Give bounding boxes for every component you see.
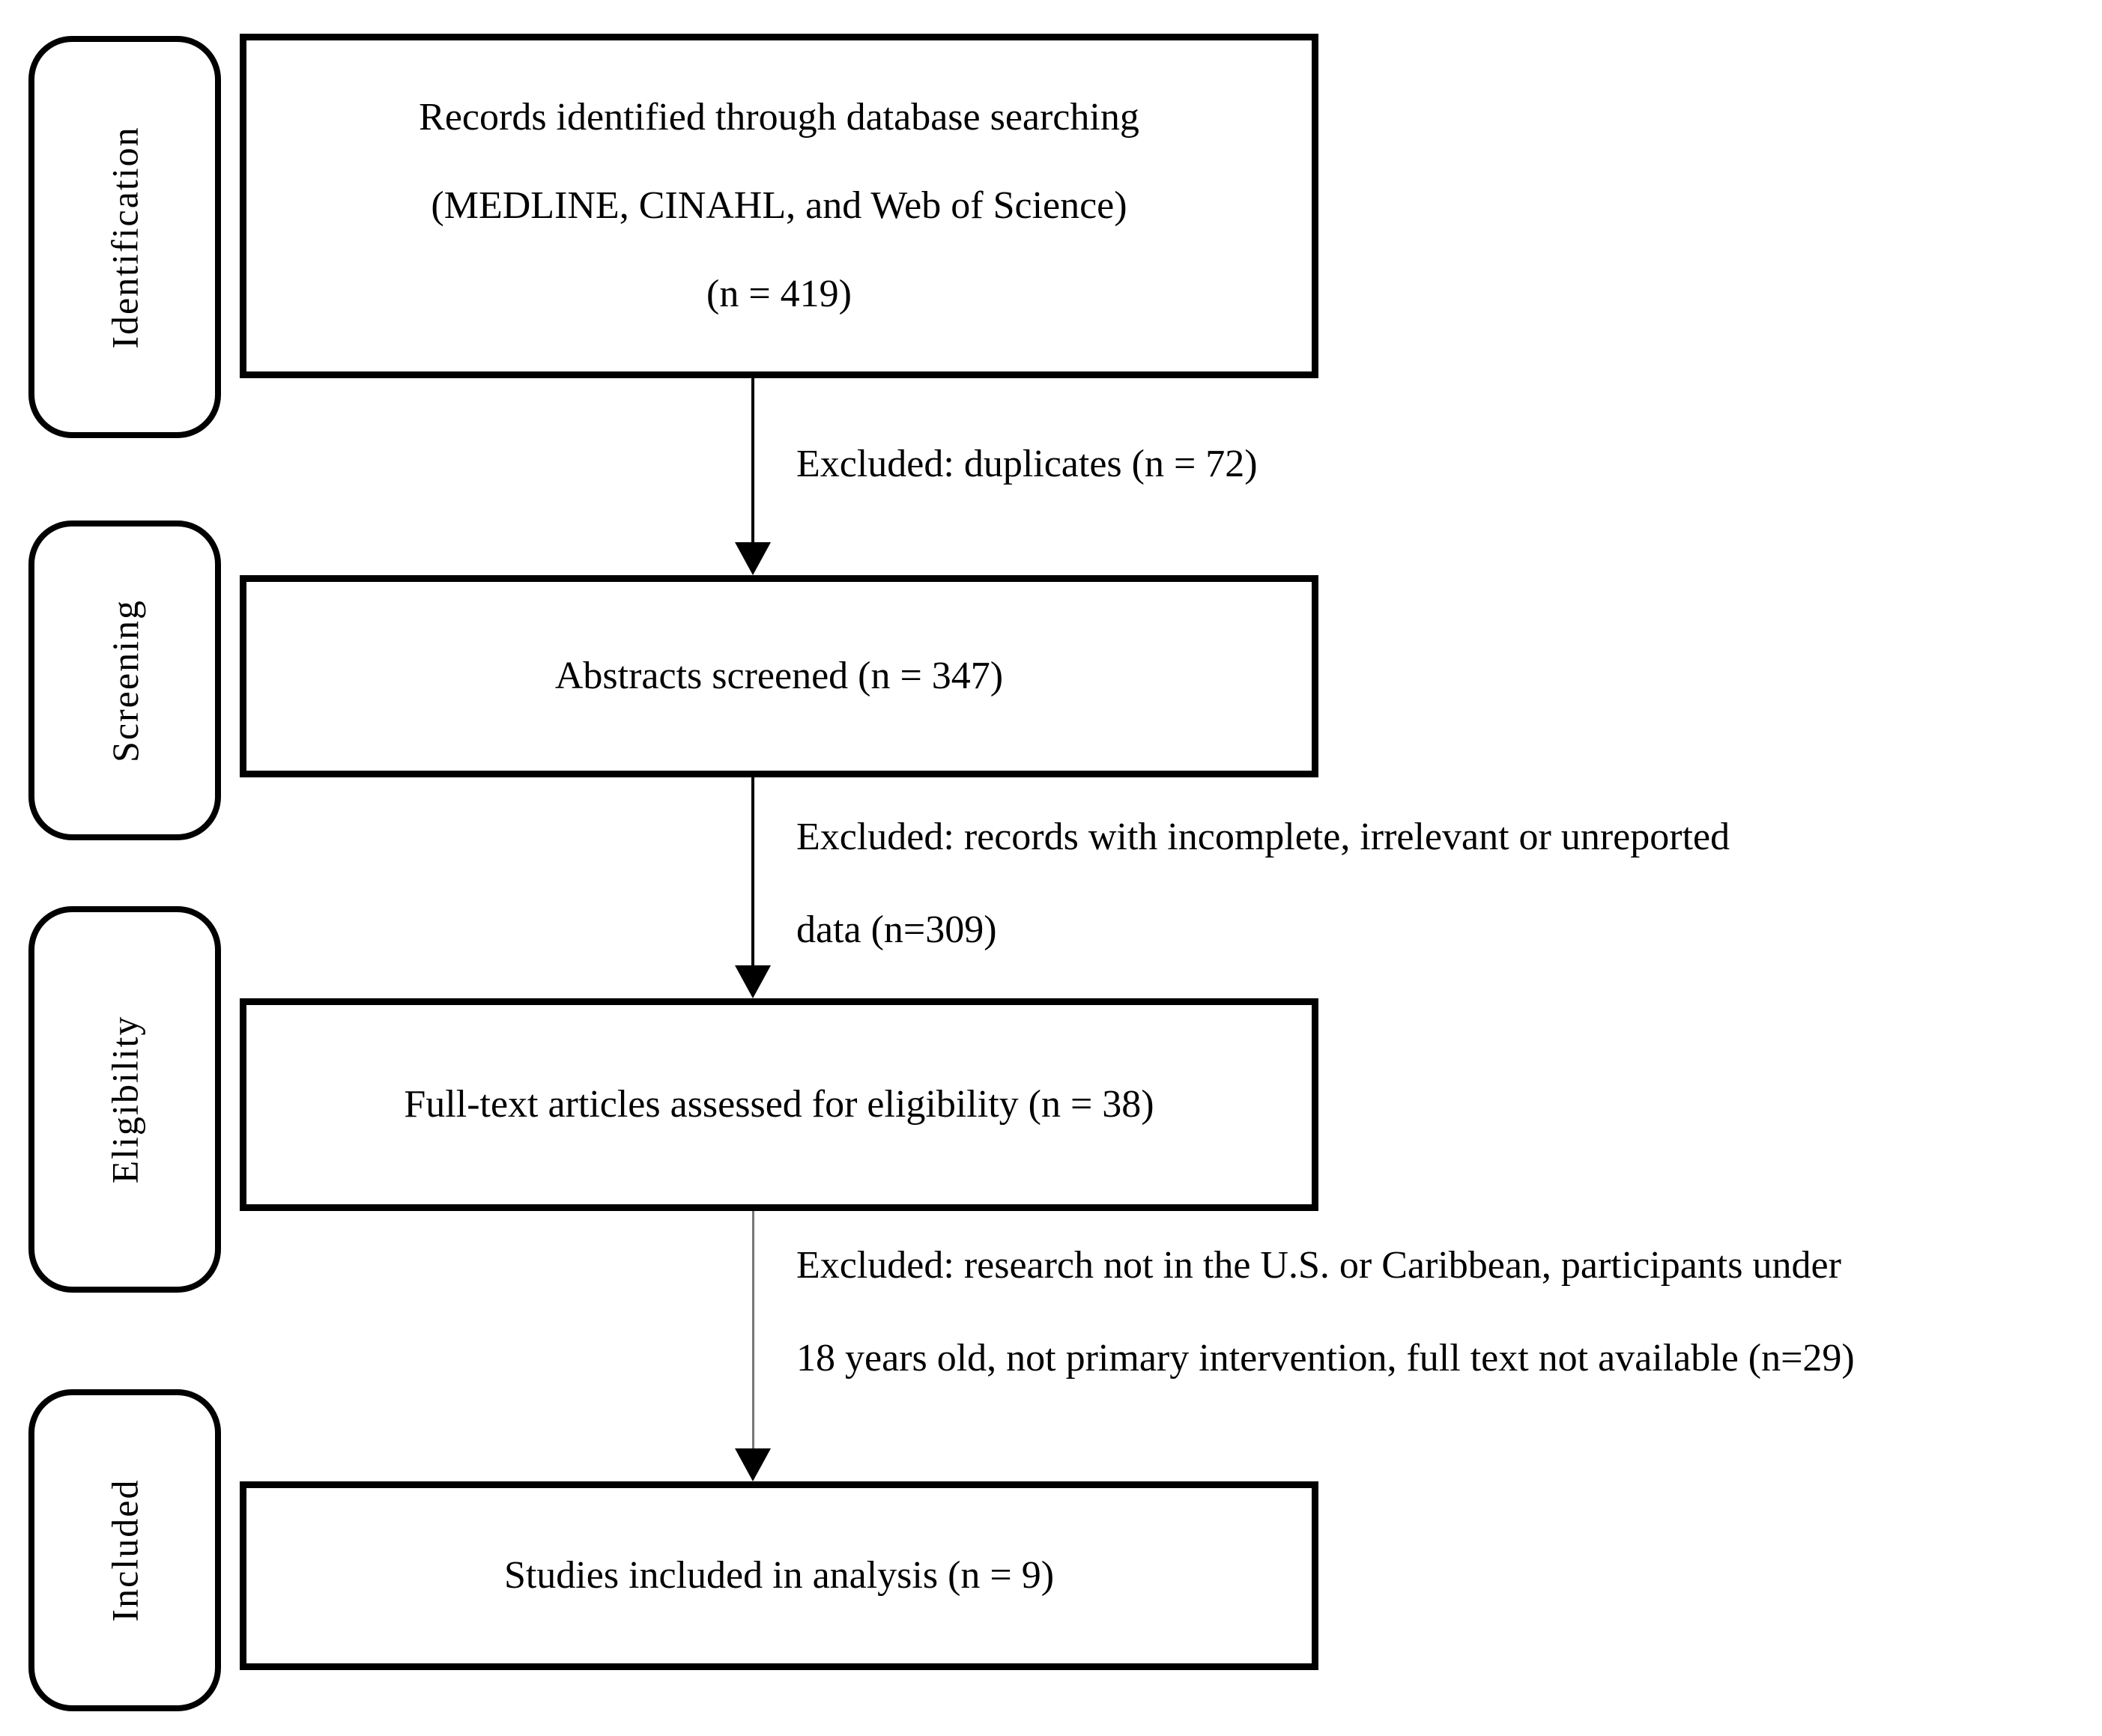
- stage-eligibility: Eligibility: [28, 906, 221, 1293]
- exclusion-1-line-1: Excluded: duplicates (n = 72): [796, 443, 1258, 485]
- arrow-3-head-icon: [735, 1448, 771, 1481]
- box-records-identified: Records identified through database sear…: [240, 34, 1318, 378]
- box-records-line-1: Records identified through database sear…: [419, 96, 1139, 139]
- box-records-line-2: (MEDLINE, CINAHL, and Web of Science): [431, 184, 1127, 227]
- exclusion-note-incomplete-data: Excluded: records with incomplete, irrel…: [796, 791, 1730, 977]
- exclusion-3-line-2: 18 years old, not primary intervention, …: [796, 1337, 1855, 1380]
- exclusion-2-line-2: data (n=309): [796, 908, 997, 951]
- stage-screening-label: Screening: [103, 598, 146, 762]
- box-studies-line-1: Studies included in analysis (n = 9): [503, 1554, 1055, 1597]
- stage-identification: Identification: [28, 36, 221, 438]
- stage-eligibility-label: Eligibility: [103, 1015, 146, 1184]
- arrow-2-stem: [751, 777, 754, 967]
- box-abstracts-line-1: Abstracts screened (n = 347): [554, 655, 1004, 697]
- box-abstracts-screened: Abstracts screened (n = 347): [240, 575, 1318, 777]
- exclusion-3-line-1: Excluded: research not in the U.S. or Ca…: [796, 1244, 1841, 1287]
- arrow-1-head-icon: [735, 542, 771, 575]
- box-records-line-3: (n = 419): [706, 273, 852, 315]
- stage-screening: Screening: [28, 521, 221, 840]
- exclusion-2-line-1: Excluded: records with incomplete, irrel…: [796, 816, 1730, 858]
- arrow-3-stem: [752, 1211, 754, 1450]
- arrow-1-stem: [751, 378, 754, 544]
- stage-included-label: Included: [103, 1478, 146, 1622]
- stage-included: Included: [28, 1389, 221, 1711]
- box-studies-included: Studies included in analysis (n = 9): [240, 1481, 1318, 1670]
- box-fulltext-assessed: Full-text articles assessed for eligibil…: [240, 998, 1318, 1211]
- exclusion-note-duplicates: Excluded: duplicates (n = 72): [796, 418, 1258, 511]
- box-fulltext-line-1: Full-text articles assessed for eligibil…: [404, 1083, 1154, 1126]
- exclusion-note-not-eligible: Excluded: research not in the U.S. or Ca…: [796, 1219, 1855, 1405]
- stage-identification-label: Identification: [103, 125, 146, 349]
- arrow-2-head-icon: [735, 965, 771, 998]
